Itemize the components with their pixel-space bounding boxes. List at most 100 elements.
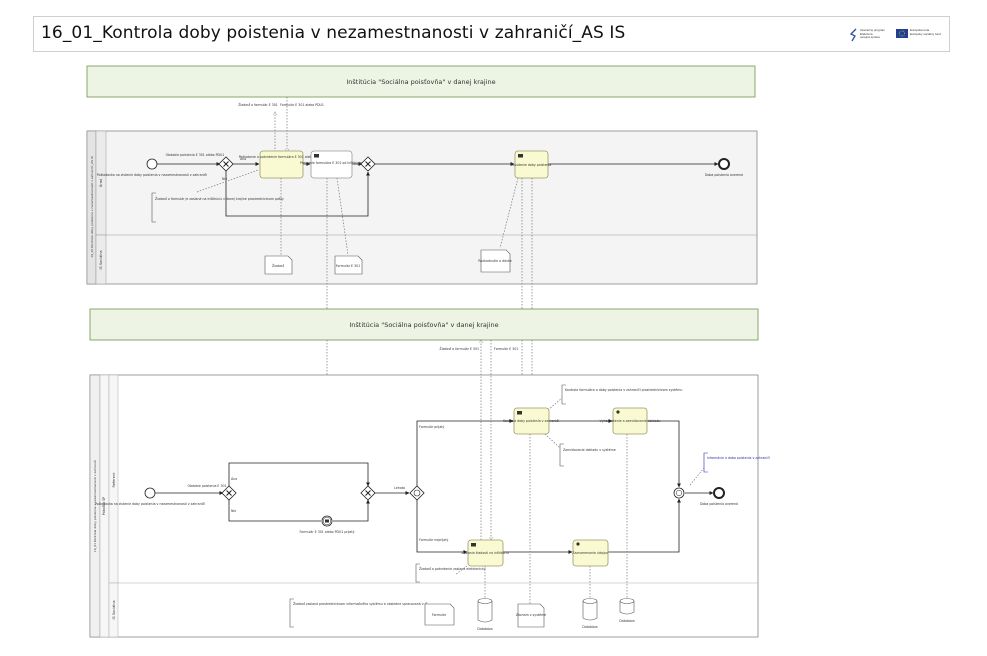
message-icon bbox=[325, 519, 329, 523]
bottom-note-bottom: Žiadosť zaslaná prostredníctvom informač… bbox=[289, 598, 428, 628]
top-end-label: Doba poistenia overená bbox=[705, 173, 743, 177]
bottom-path-up-label: Formulár prijatý bbox=[419, 425, 445, 429]
top-process-pool: 16_01 Kontrola doby poistenia v nezamest… bbox=[86, 130, 758, 285]
top-document-1: Žiadosť bbox=[264, 255, 293, 275]
bottom-note-left: Žiadosť o potvrdenie zaslaná elektronick… bbox=[415, 563, 486, 583]
bottom-note-mid-text: Zaevidovanie dokladu v systéme bbox=[563, 448, 616, 452]
bottom-note-right: Informácie o doba poistenia v zahraničí bbox=[703, 452, 770, 473]
bottom-datastore-3: Databáza bbox=[619, 598, 635, 623]
top-document-3-label: Rozhodnutie o dávke bbox=[478, 259, 511, 263]
bottom-external-pool: Inštitúcia "Sociálna poisťovňa" v danej … bbox=[89, 308, 759, 341]
top-lane1-label: Úrad bbox=[98, 179, 103, 187]
bottom-data-object-1: Formulár bbox=[424, 603, 455, 626]
bottom-task-record[interactable]: Zaznamenanie údajov bbox=[572, 539, 609, 567]
top-message-in-label: Formulár E 301 alebo PDU1 bbox=[280, 103, 324, 107]
bottom-event-gateway-label: Lehota bbox=[394, 486, 405, 490]
message-icon bbox=[517, 411, 522, 415]
bottom-process-pool: 16_01 Kontrola doby poistenia v nezamest… bbox=[89, 374, 759, 638]
bottom-message-out-label: Žiadosť o formulár E 301 bbox=[439, 346, 479, 351]
bottom-note-mid: Zaevidovanie dokladu v systéme bbox=[559, 443, 616, 467]
bottom-data-1-label: Formulár bbox=[432, 613, 447, 617]
bottom-gateway-label: Obdobie poistenia E 301 bbox=[187, 484, 226, 488]
bottom-intermediate-label: Formulár E 301 alebo PDU1 prijatý bbox=[299, 530, 354, 534]
bottom-task-check-label: Kontrola doby poistenia v zahraničí bbox=[503, 419, 559, 423]
bottom-intermediate-message-event: Formulár E 301 alebo PDU1 prijatý bbox=[299, 515, 355, 534]
top-pool-vertical-label: 16_01 Kontrola doby poistenia v nezamest… bbox=[90, 156, 94, 258]
bottom-data-object-2: Záznam v systéme bbox=[516, 603, 546, 628]
top-exclusive-gateway-1 bbox=[218, 156, 234, 172]
bottom-dotted-associations bbox=[454, 340, 705, 604]
bottom-end-label: Doba poistenia overená bbox=[700, 502, 738, 506]
bottom-yes-label: Áno bbox=[231, 476, 237, 481]
top-message-out-label: Žiadosť o formulár E 301 bbox=[238, 102, 278, 107]
bottom-datastore-2-label: Databáza bbox=[582, 625, 597, 629]
bottom-lane-group-label: Pobočka SP bbox=[102, 497, 106, 515]
top-exclusive-gateway-2 bbox=[360, 156, 376, 172]
bottom-no-label: Nie bbox=[231, 509, 236, 513]
bottom-note-top-text: Kontrola formulára a doby poistenia v za… bbox=[565, 388, 682, 392]
top-note-1-text: Žiadosť o formulár je zaslaná na inštitú… bbox=[155, 196, 284, 201]
bottom-exclusive-gateway-2 bbox=[360, 485, 376, 501]
top-yes-label: Áno bbox=[240, 156, 246, 161]
top-lane2-label: IS Sociálna bbox=[99, 250, 103, 269]
top-sequence-flows bbox=[157, 162, 719, 217]
top-task-assess-label: Posúdenie doby poistenia bbox=[511, 163, 552, 167]
bottom-start-event: Požiadavka na zistenie doby poistenia v … bbox=[95, 487, 205, 506]
bottom-lane1-label: Referent bbox=[112, 472, 116, 488]
bottom-datastore-1: Databáza bbox=[477, 598, 493, 631]
bottom-lane2-label: IS Sociálna bbox=[112, 600, 116, 619]
top-external-pool: Inštitúcia "Sociálna poisťovňa" v danej … bbox=[86, 65, 756, 98]
bottom-note-right-text: Informácie o doba poistenia v zahraničí bbox=[707, 456, 770, 460]
top-document-2: Formulár E 301 bbox=[334, 255, 363, 275]
top-task-request-label: Požiadanie o potvrdenie formulára E 301 … bbox=[239, 155, 324, 159]
eu-logo: Európska únia Európsky sociálny fond bbox=[896, 28, 946, 42]
bottom-message-in-label: Formulár E 301 bbox=[494, 347, 518, 351]
diagram-title: 16_01_Kontrola doby poistenia v nezamest… bbox=[41, 23, 626, 43]
bottom-task-eval[interactable]: Vyhodnotenie a zaevidovanie dokladu bbox=[600, 407, 661, 435]
top-pool-label: Inštitúcia "Sociálna poisťovňa" v danej … bbox=[346, 77, 495, 86]
bottom-data-2-label: Záznam v systéme bbox=[516, 613, 546, 617]
top-task-receive[interactable]: Prevzatie formulára E 301 od inštitúcie bbox=[300, 150, 362, 179]
top-no-label: Nie bbox=[222, 177, 227, 181]
bottom-task-eval-label: Vyhodnotenie a zaevidovanie dokladu bbox=[600, 419, 661, 423]
bottom-pool-label: Inštitúcia "Sociálna poisťovňa" v danej … bbox=[349, 320, 498, 329]
bottom-note-left-text: Žiadosť o potvrdenie zaslaná elektronick… bbox=[419, 566, 486, 571]
bottom-datastore-1-label: Databáza bbox=[477, 627, 492, 631]
bottom-task-send[interactable]: Zaslanie žiadosti na inštitúciu bbox=[461, 539, 509, 567]
message-icon bbox=[314, 154, 319, 158]
bottom-task-send-label: Zaslanie žiadosti na inštitúciu bbox=[461, 551, 508, 555]
bottom-event-gateway: Lehota bbox=[394, 485, 425, 501]
top-task-receive-label: Prevzatie formulára E 301 od inštitúcie bbox=[300, 161, 362, 165]
top-start-label: Požiadavka na zistenie doby poistenia v … bbox=[97, 173, 207, 177]
eu-logo-text: Európska únia Európsky sociálny fond bbox=[910, 28, 941, 36]
bottom-note-bottom-text: Žiadosť zaslaná prostredníctvom informač… bbox=[293, 601, 428, 606]
top-document-2-label: Formulár E 301 bbox=[336, 264, 360, 268]
bottom-parallel-join bbox=[673, 487, 685, 499]
bottom-task-check[interactable]: Kontrola doby poistenia v zahraničí bbox=[503, 407, 559, 435]
user-icon bbox=[616, 410, 620, 414]
eu-flag-icon bbox=[896, 29, 908, 38]
opevs-logo: Operačný program Efektívna verejná správ… bbox=[849, 28, 889, 42]
diagram-title-bar: 16_01_Kontrola doby poistenia v nezamest… bbox=[33, 16, 950, 52]
top-note-1: Žiadosť o formulár je zaslaná na inštitú… bbox=[151, 192, 284, 223]
bottom-task-record-label: Zaznamenanie údajov bbox=[572, 551, 608, 555]
bottom-path-down-label: Formulár neprijatý bbox=[419, 538, 449, 542]
message-icon bbox=[518, 154, 523, 158]
opevs-logo-text: Operačný program Efektívna verejná správ… bbox=[860, 28, 886, 40]
top-task-request[interactable]: Požiadanie o potvrdenie formulára E 301 … bbox=[239, 150, 324, 179]
bottom-exclusive-gateway-1 bbox=[221, 485, 237, 501]
top-task-assess[interactable]: Posúdenie doby poistenia bbox=[511, 150, 552, 179]
top-document-3: Rozhodnutie o dávke bbox=[478, 249, 512, 273]
bottom-datastore-2: Databáza bbox=[582, 598, 598, 629]
bottom-end-event: Doba poistenia overená bbox=[700, 487, 738, 506]
bottom-datastore-3-label: Databáza bbox=[619, 619, 634, 623]
top-start-event: Požiadavka na zistenie doby poistenia v … bbox=[97, 158, 207, 177]
user-icon bbox=[576, 542, 580, 546]
top-end-event: Doba poistenia overená bbox=[705, 158, 743, 177]
opevs-logo-mark-icon bbox=[849, 28, 857, 42]
message-icon bbox=[471, 543, 476, 547]
bottom-note-top: Kontrola formulára a doby poistenia v za… bbox=[561, 384, 682, 405]
top-gateway-in-label: Obdobie poistenia E 301 alebo PDU1 bbox=[166, 153, 225, 157]
bottom-sequence-flows bbox=[155, 419, 714, 554]
